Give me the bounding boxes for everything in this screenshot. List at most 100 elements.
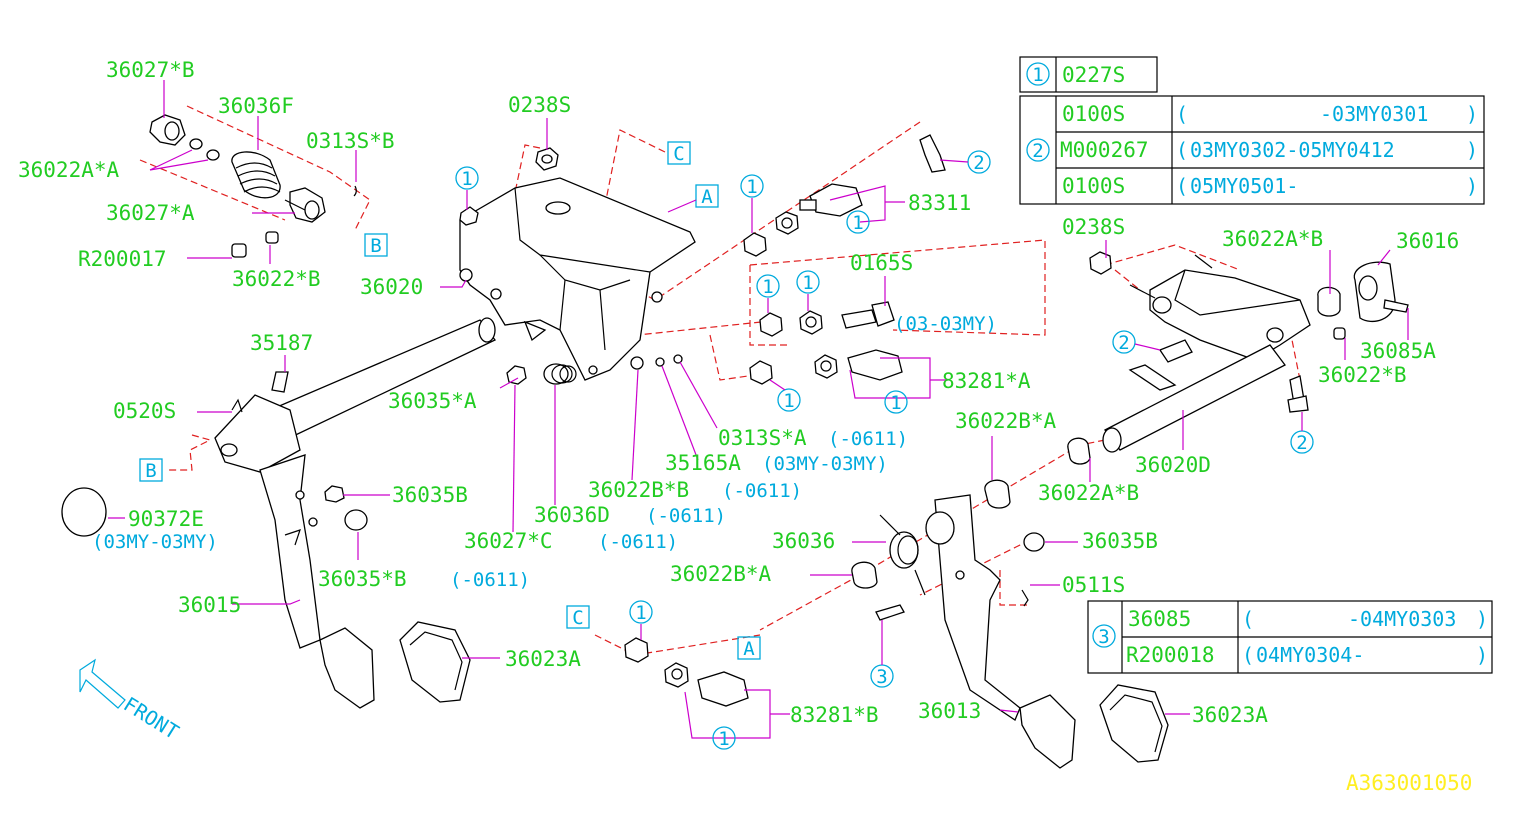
- callout-36023A-left: 36023A: [505, 647, 581, 671]
- ref-circle-1: 1: [846, 210, 870, 234]
- parts-table-3: 3 36085 ( -04MY0303 ) R200018 ( 04MY0304…: [1087, 600, 1493, 674]
- callout-36035B-right: 36035B: [1082, 529, 1158, 553]
- ref-box-C: C: [667, 141, 691, 165]
- table3-ref: 3: [1098, 626, 1109, 648]
- svg-text:1: 1: [746, 176, 757, 198]
- callout-90372E: 90372E: [128, 507, 204, 531]
- svg-text:A: A: [701, 186, 713, 208]
- clutch-pedal-assembly: [851, 251, 1409, 769]
- callout-36035-B: 36035*B: [318, 567, 407, 591]
- table3-row1-open: (: [1242, 607, 1254, 631]
- callout-90372E-range: (03MY-03MY): [92, 531, 218, 553]
- ref-circle-1: 1: [777, 388, 801, 412]
- callout-36035B-left: 36035B: [392, 483, 468, 507]
- table3-row1-part: 36085: [1128, 607, 1191, 631]
- left-bushing-parts: [149, 114, 357, 258]
- callout-83281-A: 83281*A: [942, 369, 1031, 393]
- callout-36022A-A: 36022A*A: [18, 158, 120, 182]
- parts-table-1: 1 0227S: [1019, 56, 1158, 93]
- callout-36022A-B-top: 36022A*B: [1222, 227, 1323, 251]
- ref-box-A: A: [737, 636, 761, 660]
- ref-circle-2: 2: [967, 150, 991, 174]
- callout-36027-C-range: (-0611): [598, 531, 678, 553]
- callout-0165S: 0165S: [850, 251, 913, 275]
- table1-part: 0227S: [1062, 63, 1125, 87]
- leader-lines: [108, 80, 1409, 739]
- callout-36036D: 36036D: [534, 503, 610, 527]
- ref-circle-1: 1: [796, 270, 820, 294]
- table1-ref: 1: [1032, 64, 1043, 86]
- pedal-bracket: [459, 147, 696, 381]
- table2-row2-part: M000267: [1060, 138, 1149, 162]
- callout-36022-B-right: 36022*B: [1318, 363, 1407, 387]
- callout-36020: 36020: [360, 275, 423, 299]
- svg-text:1: 1: [802, 272, 813, 294]
- ref-circle-1: 1: [629, 600, 653, 624]
- svg-text:2: 2: [1118, 332, 1129, 354]
- parts-table-2: 2 0100S ( -03MY0301 ) M000267 ( 03MY0302…: [1019, 95, 1485, 205]
- svg-text:1: 1: [461, 168, 472, 190]
- callout-0520S: 0520S: [113, 399, 176, 423]
- svg-text:1: 1: [783, 390, 794, 412]
- table2-row3-close: ): [1466, 174, 1478, 198]
- callout-0238S-right: 0238S: [1062, 215, 1125, 239]
- table3-row2-open: (: [1242, 643, 1254, 667]
- callout-36022A-B-mid: 36022A*B: [1038, 481, 1139, 505]
- callout-0165S-range: (03-03MY): [894, 313, 997, 335]
- svg-text:A: A: [743, 638, 755, 660]
- table2-ref: 2: [1032, 140, 1043, 162]
- ref-circle-1: 1: [740, 174, 764, 198]
- callout-36022B-B-range: (-0611): [722, 480, 802, 502]
- callout-83281-B: 83281*B: [790, 703, 879, 727]
- callout-36020D: 36020D: [1135, 453, 1211, 477]
- table2-row3-range: 05MY0501-: [1190, 174, 1298, 198]
- center-small-parts: [506, 320, 683, 385]
- callout-R200017: R200017: [78, 247, 167, 271]
- ref-circle-1: 1: [455, 166, 479, 190]
- callout-36035-B-range: (-0611): [450, 569, 530, 591]
- ref-circle-1: 1: [712, 726, 736, 750]
- callout-0238S-top: 0238S: [508, 93, 571, 117]
- svg-text:2: 2: [973, 152, 984, 174]
- brake-pedal-assembly: [61, 317, 496, 709]
- reference-marks: 1 1 1 1 1 1 1 1 1 2 2 2 3 A A B B C C: [139, 141, 1314, 750]
- svg-text:2: 2: [1296, 432, 1307, 454]
- ref-circle-2: 2: [1112, 330, 1136, 354]
- table3-row1-range: -04MY0303: [1348, 607, 1456, 631]
- callout-0313S-A-range: (-0611): [828, 428, 908, 450]
- svg-text:C: C: [572, 607, 583, 629]
- svg-text:B: B: [145, 460, 156, 482]
- callout-83311: 83311: [908, 191, 971, 215]
- callout-36085A: 36085A: [1360, 339, 1436, 363]
- table2-row2-open: (: [1176, 138, 1188, 162]
- callout-35187: 35187: [250, 331, 313, 355]
- ref-circle-2: 2: [1290, 430, 1314, 454]
- svg-text:1: 1: [852, 212, 863, 234]
- callout-0511S: 0511S: [1062, 573, 1125, 597]
- ref-box-B: B: [139, 458, 163, 482]
- callout-36015: 36015: [178, 593, 241, 617]
- diagram-code: A363001050: [1346, 771, 1472, 795]
- table2-row2-close: ): [1466, 138, 1478, 162]
- table3-row2-part: R200018: [1126, 643, 1215, 667]
- table2-row1-close: ): [1466, 102, 1478, 126]
- callout-0313S-A: 0313S*A: [718, 426, 807, 450]
- callout-36027-A: 36027*A: [106, 201, 195, 225]
- front-arrow: FRONT: [79, 658, 183, 744]
- table2-row1-part: 0100S: [1062, 102, 1125, 126]
- svg-text:1: 1: [718, 728, 729, 750]
- callout-35165A-range: (03MY-03MY): [762, 453, 888, 475]
- table3-row2-range: 04MY0304-: [1256, 643, 1364, 667]
- callout-36036F: 36036F: [218, 94, 294, 118]
- callout-36013: 36013: [918, 699, 981, 723]
- ref-circle-3: 3: [870, 664, 894, 688]
- svg-text:C: C: [673, 143, 684, 165]
- callout-36035-A: 36035*A: [388, 389, 477, 413]
- callout-36027-C: 36027*C: [464, 529, 553, 553]
- callout-labels: 36027*B 36036F 0313S*B 36022A*A 36027*A …: [18, 58, 1459, 727]
- ref-box-C: C: [566, 605, 590, 629]
- callout-36022-B-left: 36022*B: [232, 267, 321, 291]
- callout-36023A-right: 36023A: [1192, 703, 1268, 727]
- svg-text:3: 3: [876, 666, 887, 688]
- svg-text:B: B: [370, 235, 381, 257]
